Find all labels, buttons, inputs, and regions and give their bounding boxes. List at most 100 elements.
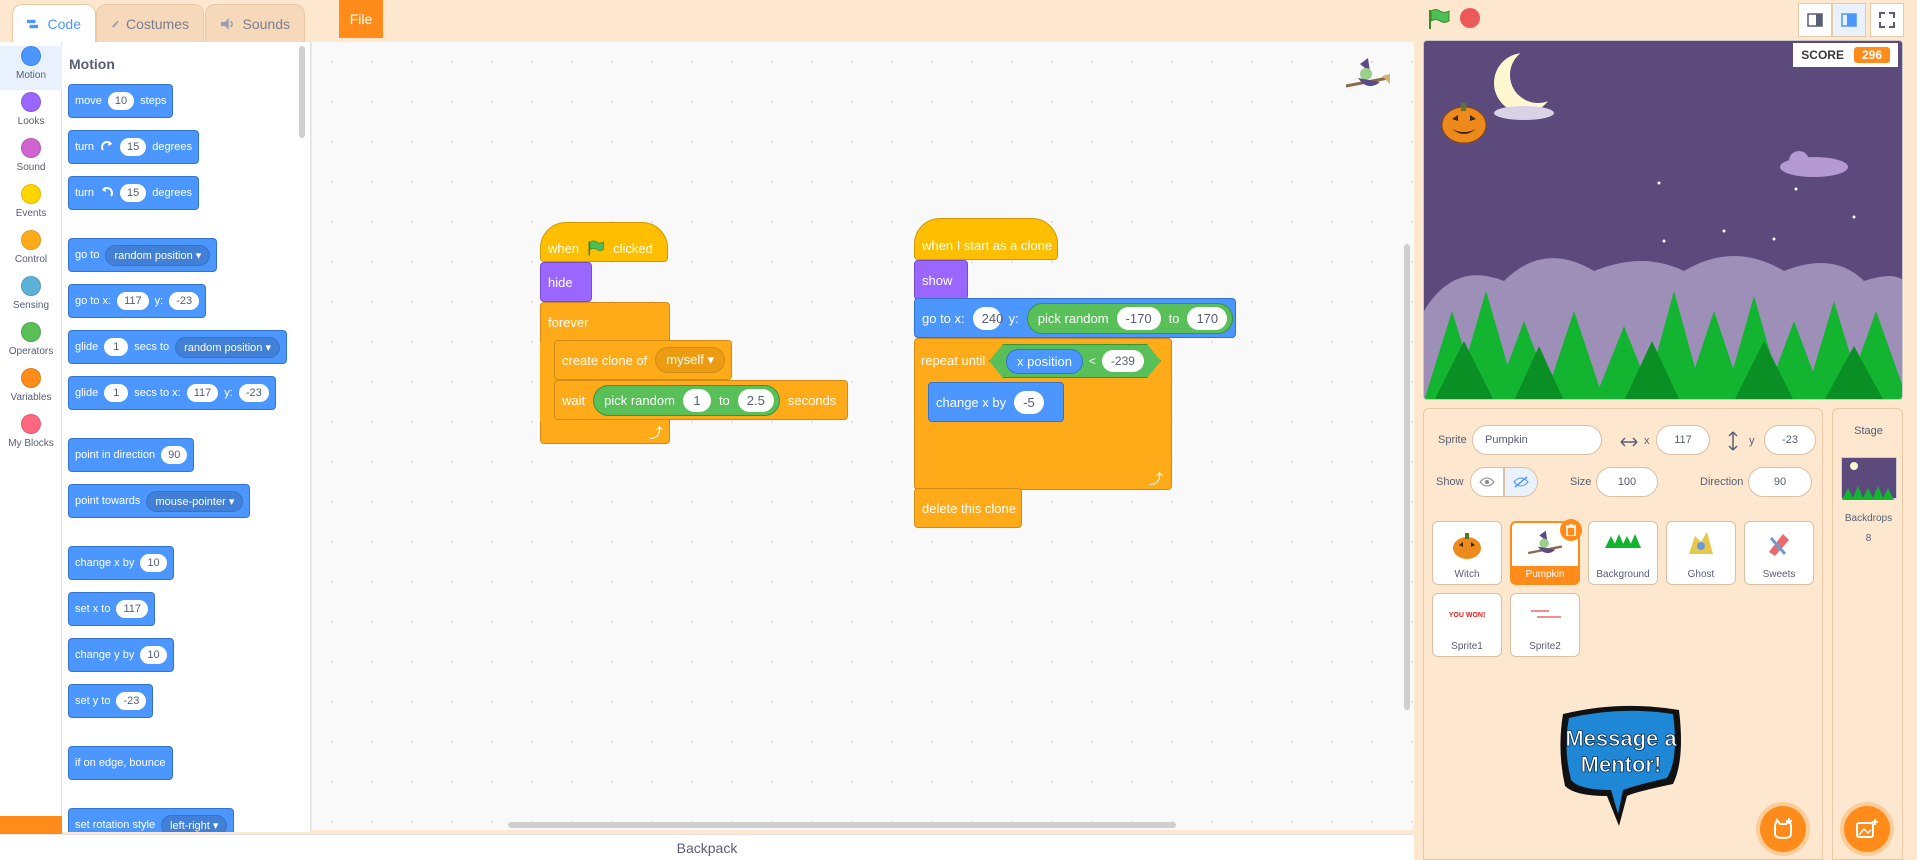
block-input[interactable]: -23 xyxy=(169,292,200,310)
trees-thumb-icon xyxy=(1605,534,1641,548)
block-dropdown[interactable]: myself ▾ xyxy=(655,347,725,373)
tab-sounds[interactable]: Sounds xyxy=(205,4,305,42)
change-x-block[interactable]: change x by-5 xyxy=(928,382,1064,422)
show-sprite-button[interactable] xyxy=(1470,467,1504,497)
script-horizontal-scrollbar[interactable] xyxy=(508,822,1176,828)
block-input[interactable]: 170 xyxy=(1187,306,1228,330)
sprite-tile-sprite2[interactable]: Sprite2 xyxy=(1510,593,1580,657)
block-input[interactable]: 240 xyxy=(972,306,1003,330)
large-stage-button[interactable] xyxy=(1832,3,1866,37)
sprite-tile-background[interactable]: Background xyxy=(1588,521,1658,585)
y-position-input[interactable]: -23 xyxy=(1764,425,1816,455)
block-input[interactable]: 2.5 xyxy=(737,388,774,412)
sprite-tile-pumpkin[interactable]: Pumpkin xyxy=(1510,519,1582,585)
block-input[interactable]: 10 xyxy=(140,646,167,664)
x-position-reporter[interactable]: x position xyxy=(1006,349,1083,374)
block-text: degrees xyxy=(152,187,192,199)
block-input[interactable]: -23 xyxy=(238,384,269,402)
block-input[interactable]: 90 xyxy=(161,446,188,464)
category-motion[interactable]: Motion xyxy=(0,46,62,90)
stop-button[interactable] xyxy=(1460,8,1480,28)
script-vertical-scrollbar[interactable] xyxy=(1404,244,1410,710)
less-than-block[interactable]: x position<-239 xyxy=(989,344,1161,378)
block-input[interactable]: -5 xyxy=(1014,390,1044,414)
block-dropdown[interactable]: random position ▾ xyxy=(175,336,280,358)
size-input[interactable]: 100 xyxy=(1596,467,1658,497)
tab-code[interactable]: Code xyxy=(12,4,96,42)
category-my-blocks[interactable]: My Blocks xyxy=(0,414,62,458)
block-input[interactable]: 15 xyxy=(119,138,147,156)
block-input[interactable]: 10 xyxy=(140,554,167,572)
block-input[interactable]: 10 xyxy=(107,92,135,110)
bounce-block[interactable]: if on edge, bounce xyxy=(68,746,173,780)
sprite-tile-witch[interactable]: Witch xyxy=(1432,521,1502,585)
stage-selector[interactable]: Stage Backdrops 8 xyxy=(1832,408,1903,860)
choose-backdrop-button[interactable] xyxy=(1844,806,1890,852)
block-input[interactable]: 117 xyxy=(116,600,149,618)
palette-scrollbar[interactable] xyxy=(299,46,305,138)
sprite-name-input[interactable]: Pumpkin xyxy=(1472,425,1602,455)
hide-block[interactable]: hide xyxy=(540,262,592,302)
category-control[interactable]: Control xyxy=(0,230,62,274)
category-operators[interactable]: Operators xyxy=(0,322,62,366)
fullscreen-button[interactable] xyxy=(1870,3,1904,37)
hide-sprite-button[interactable] xyxy=(1504,467,1538,497)
file-menu-button[interactable]: File xyxy=(339,0,383,38)
category-sound[interactable]: Sound xyxy=(0,138,62,182)
direction-input[interactable]: 90 xyxy=(1748,467,1812,497)
block-input[interactable]: -170 xyxy=(1116,306,1161,330)
category-looks[interactable]: Looks xyxy=(0,92,62,136)
backpack-bar[interactable]: Backpack xyxy=(0,834,1414,860)
sprite-tile-sprite1[interactable]: YOU WON! Sprite1 xyxy=(1432,593,1502,657)
set-y-block[interactable]: set y to-23 xyxy=(68,684,154,718)
category-variables[interactable]: Variables xyxy=(0,368,62,412)
delete-sprite-button[interactable] xyxy=(1560,519,1582,541)
message-mentor-button[interactable]: Message a Mentor! xyxy=(1555,700,1687,828)
block-input[interactable]: 1 xyxy=(104,384,129,402)
small-stage-button[interactable] xyxy=(1798,3,1832,37)
sprite-tile-sweets[interactable]: Sweets xyxy=(1744,521,1814,585)
block-input[interactable]: 117 xyxy=(186,384,219,402)
block-input[interactable]: -23 xyxy=(116,692,147,710)
block-input[interactable]: 1 xyxy=(682,388,711,412)
show-block[interactable]: show xyxy=(914,260,968,300)
block-input[interactable]: 1 xyxy=(104,338,129,356)
category-events[interactable]: Events xyxy=(0,184,62,228)
block-dropdown[interactable]: mouse-pointer ▾ xyxy=(146,490,244,512)
green-flag-icon[interactable] xyxy=(1427,8,1451,30)
tab-costumes[interactable]: Costumes xyxy=(96,4,204,42)
delete-clone-block[interactable]: delete this clone xyxy=(914,488,1022,528)
block-input[interactable]: 15 xyxy=(119,184,147,202)
backdrop-thumbnail[interactable] xyxy=(1841,457,1897,500)
choose-sprite-button[interactable] xyxy=(1760,806,1806,852)
block-input[interactable]: 117 xyxy=(117,292,149,310)
sprite-tile-ghost[interactable]: Ghost xyxy=(1666,521,1736,585)
x-position-input[interactable]: 117 xyxy=(1656,425,1710,455)
category-sensing[interactable]: Sensing xyxy=(0,276,62,320)
when-start-as-clone-block[interactable]: when I start as a clone xyxy=(914,218,1058,260)
block-dropdown[interactable]: random position ▾ xyxy=(105,244,211,266)
block-input[interactable]: -239 xyxy=(1102,350,1144,372)
block-dropdown[interactable]: left-right ▾ xyxy=(161,814,228,832)
